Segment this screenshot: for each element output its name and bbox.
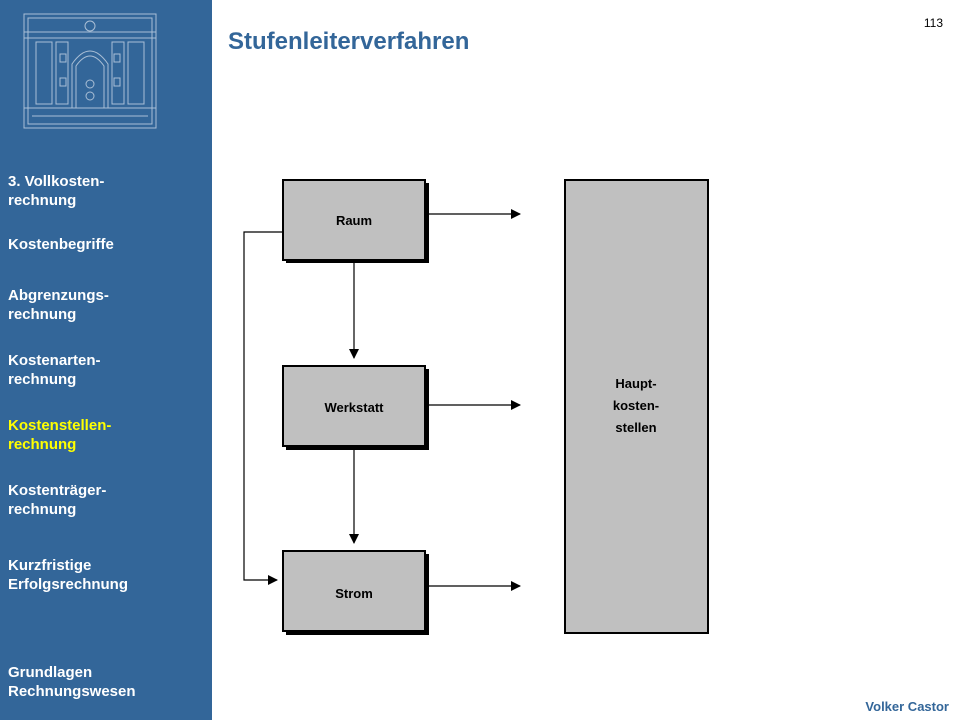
strom-box — [282, 550, 426, 632]
nav-item-kostentraegerrechnung[interactable]: Kostenträger- rechnung — [8, 482, 107, 518]
strom-label: Strom — [335, 586, 373, 601]
raum-label: Raum — [336, 213, 372, 228]
nav-item-kurzfristige-erfolgsrechnung[interactable]: Kurzfristige Erfolgsrechnung — [8, 557, 129, 593]
page-number: 113 — [923, 16, 943, 30]
haupt-label-line1: Haupt- — [615, 376, 656, 391]
building-logo-icon — [23, 13, 157, 129]
nav-item-kostenartenrechnung[interactable]: Kostenarten- rechnung — [8, 352, 101, 388]
course-title: Grundlagen Rechnungswesen — [8, 664, 136, 700]
author-name: Volker Castor — [865, 699, 949, 714]
haupt-label-line2: kosten- — [613, 398, 659, 413]
hauptkostenstellen-box — [564, 179, 709, 634]
nav-item-kostenstellenrechnung[interactable]: Kostenstellen- rechnung — [8, 417, 112, 453]
nav-item-vollkostenrechnung[interactable]: 3. Vollkosten- rechnung — [8, 173, 105, 209]
nav-item-abgrenzungsrechnung[interactable]: Abgrenzungs- rechnung — [8, 287, 109, 323]
werkstatt-label: Werkstatt — [324, 400, 384, 415]
nav-item-kostenbegriffe[interactable]: Kostenbegriffe — [8, 236, 114, 253]
arrow-raum-to-strom — [243, 231, 283, 585]
haupt-label-line3: stellen — [615, 420, 656, 435]
sidebar: 3. Vollkosten- rechnung Kostenbegriffe A… — [0, 0, 212, 720]
page-title: Stufenleiterverfahren — [228, 28, 470, 55]
raum-box — [282, 179, 426, 261]
werkstatt-box — [282, 365, 426, 447]
